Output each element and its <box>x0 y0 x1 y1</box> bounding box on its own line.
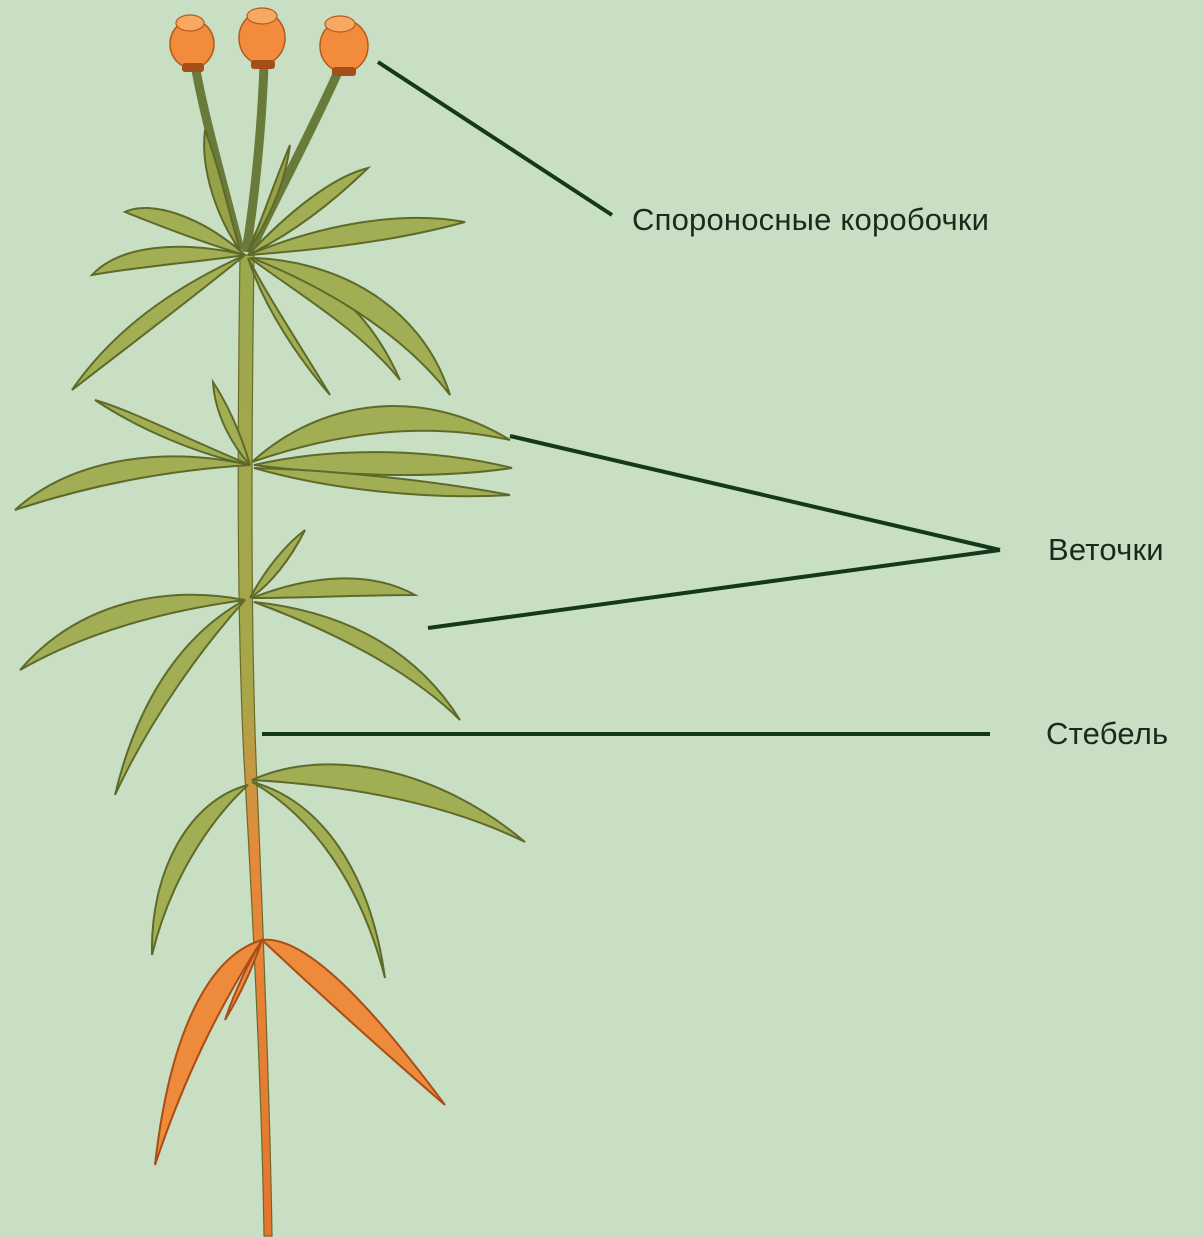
leaf-whorl-bottom-orange <box>155 940 445 1165</box>
capsule-middle <box>239 8 285 69</box>
label-spore-capsules: Спороносные коробочки <box>632 202 989 238</box>
capsule-right <box>320 16 368 76</box>
spore-capsules <box>170 8 368 76</box>
leaves <box>15 130 525 1165</box>
leaf-whorl-upper <box>15 382 512 510</box>
pointer-branch-lower <box>428 550 1000 628</box>
capsule-left <box>170 15 214 72</box>
pointer-capsules <box>378 62 612 215</box>
sporophyte-stalks <box>196 65 338 252</box>
leaf-whorl-top <box>72 130 465 395</box>
pointer-branch-upper <box>510 436 1000 550</box>
stem <box>238 255 272 1236</box>
label-stem: Стебель <box>1046 716 1168 752</box>
label-branches: Веточки <box>1048 532 1164 568</box>
pointer-lines <box>262 62 1000 734</box>
leaf-whorl-lower <box>152 764 525 978</box>
